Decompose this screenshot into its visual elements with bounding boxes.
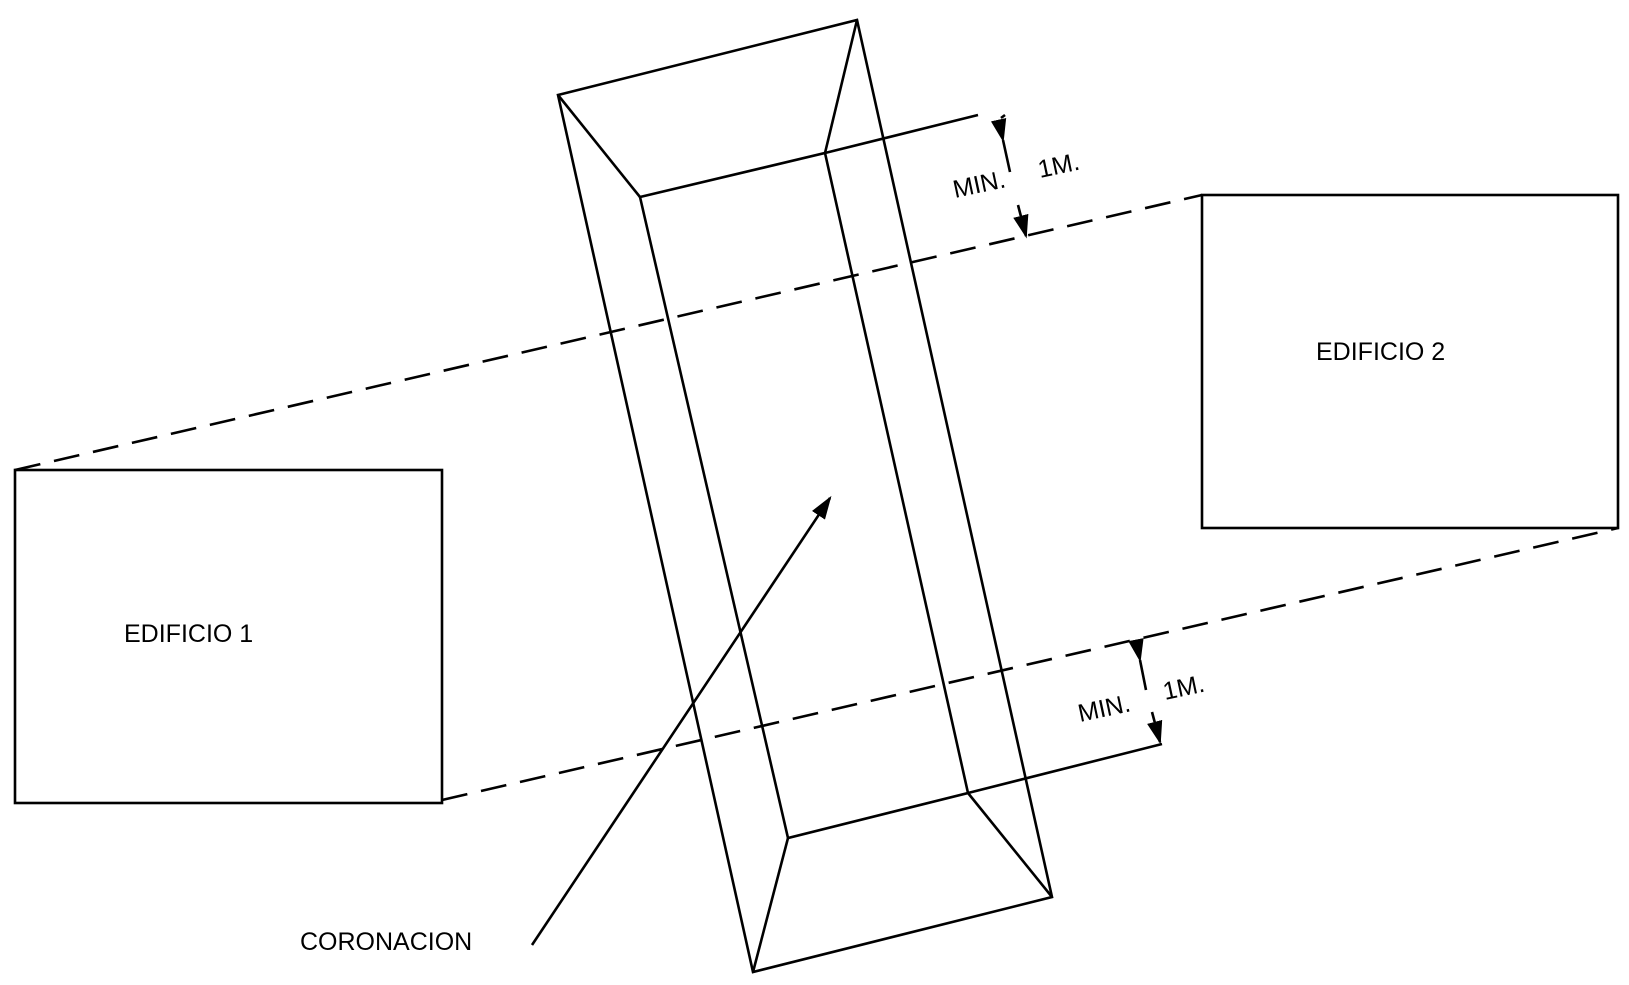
coronation-leader-arrow — [530, 495, 832, 946]
coronation-label: CORONACION — [300, 928, 472, 956]
projection-line-bottom — [441, 526, 1619, 802]
building-1-box — [13, 468, 444, 805]
min-label-bottom: MIN. — [1075, 690, 1132, 728]
coronation-prism — [556, 18, 1163, 974]
building-1-label: EDIFICIO 1 — [124, 620, 253, 648]
projection-line-top — [14, 193, 1203, 472]
dimension-bottom: MIN. 1M. — [1075, 638, 1207, 745]
dimension-top: MIN. 1M. — [950, 113, 1082, 239]
building-2-box — [1200, 193, 1620, 530]
distance-label-bottom: 1M. — [1160, 670, 1207, 706]
min-label-top: MIN. — [950, 166, 1007, 204]
distance-label-top: 1M. — [1035, 148, 1082, 184]
building-2-label: EDIFICIO 2 — [1316, 338, 1445, 366]
